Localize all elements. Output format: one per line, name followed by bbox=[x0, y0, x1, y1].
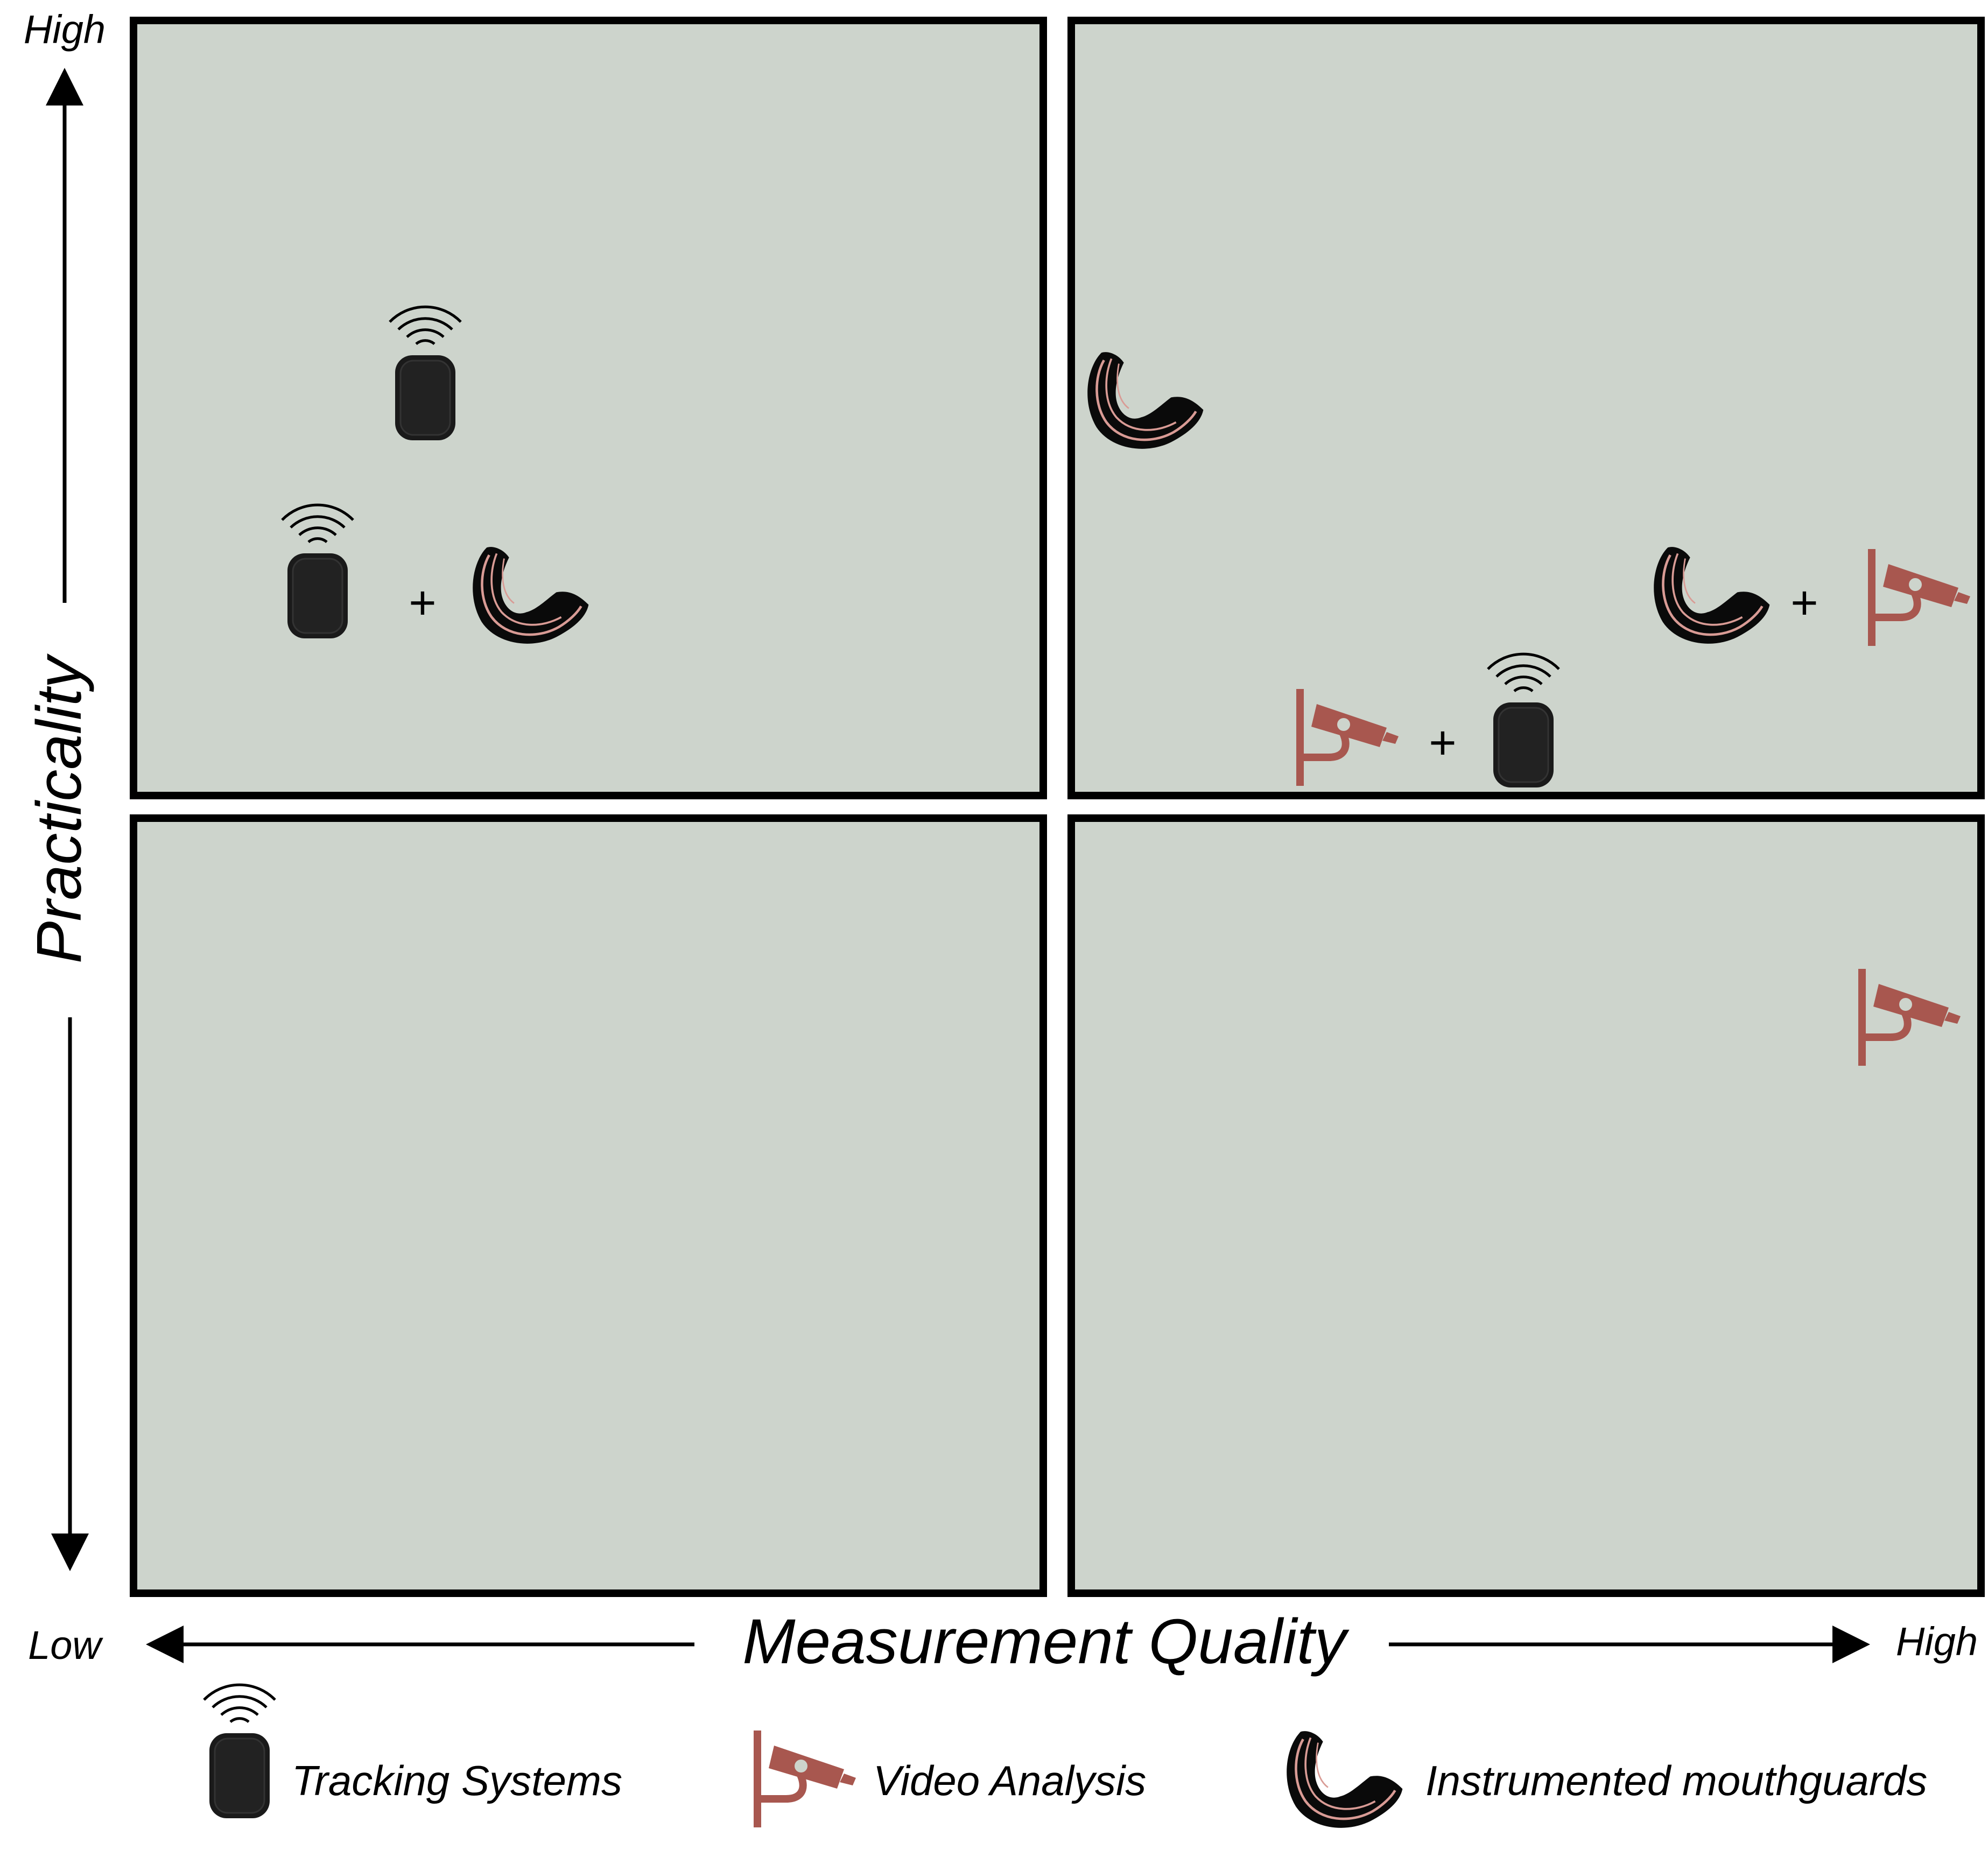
tracking-device-icon bbox=[204, 1685, 275, 1818]
plus-sign: + bbox=[409, 576, 436, 629]
mouthguard-icon bbox=[1287, 1731, 1402, 1828]
quadrant-bottom-right bbox=[1067, 814, 1985, 1597]
legend-tracking-label: Tracking Systems bbox=[292, 1757, 622, 1804]
x-axis-high-label: High bbox=[1896, 1619, 1978, 1664]
quadrant-bottom-left bbox=[130, 814, 1047, 1597]
y-axis-title: Practicality bbox=[24, 653, 95, 963]
camera-icon bbox=[754, 1731, 856, 1827]
quadrant-top-right bbox=[1067, 17, 1985, 799]
plus-sign: + bbox=[1790, 576, 1818, 629]
legend: Tracking Systems Video Analysis Instrume… bbox=[204, 1685, 1927, 1828]
x-axis-title: Measurement Quality bbox=[742, 1606, 1349, 1677]
quadrant-top-left bbox=[130, 17, 1047, 799]
legend-mouthguard-label: Instrumented mouthguards bbox=[1425, 1757, 1927, 1804]
plus-sign: + bbox=[1429, 716, 1456, 769]
y-axis-high-label: High bbox=[24, 7, 106, 52]
x-axis-low-label: Low bbox=[28, 1623, 103, 1668]
legend-video-label: Video Analysis bbox=[873, 1757, 1146, 1804]
